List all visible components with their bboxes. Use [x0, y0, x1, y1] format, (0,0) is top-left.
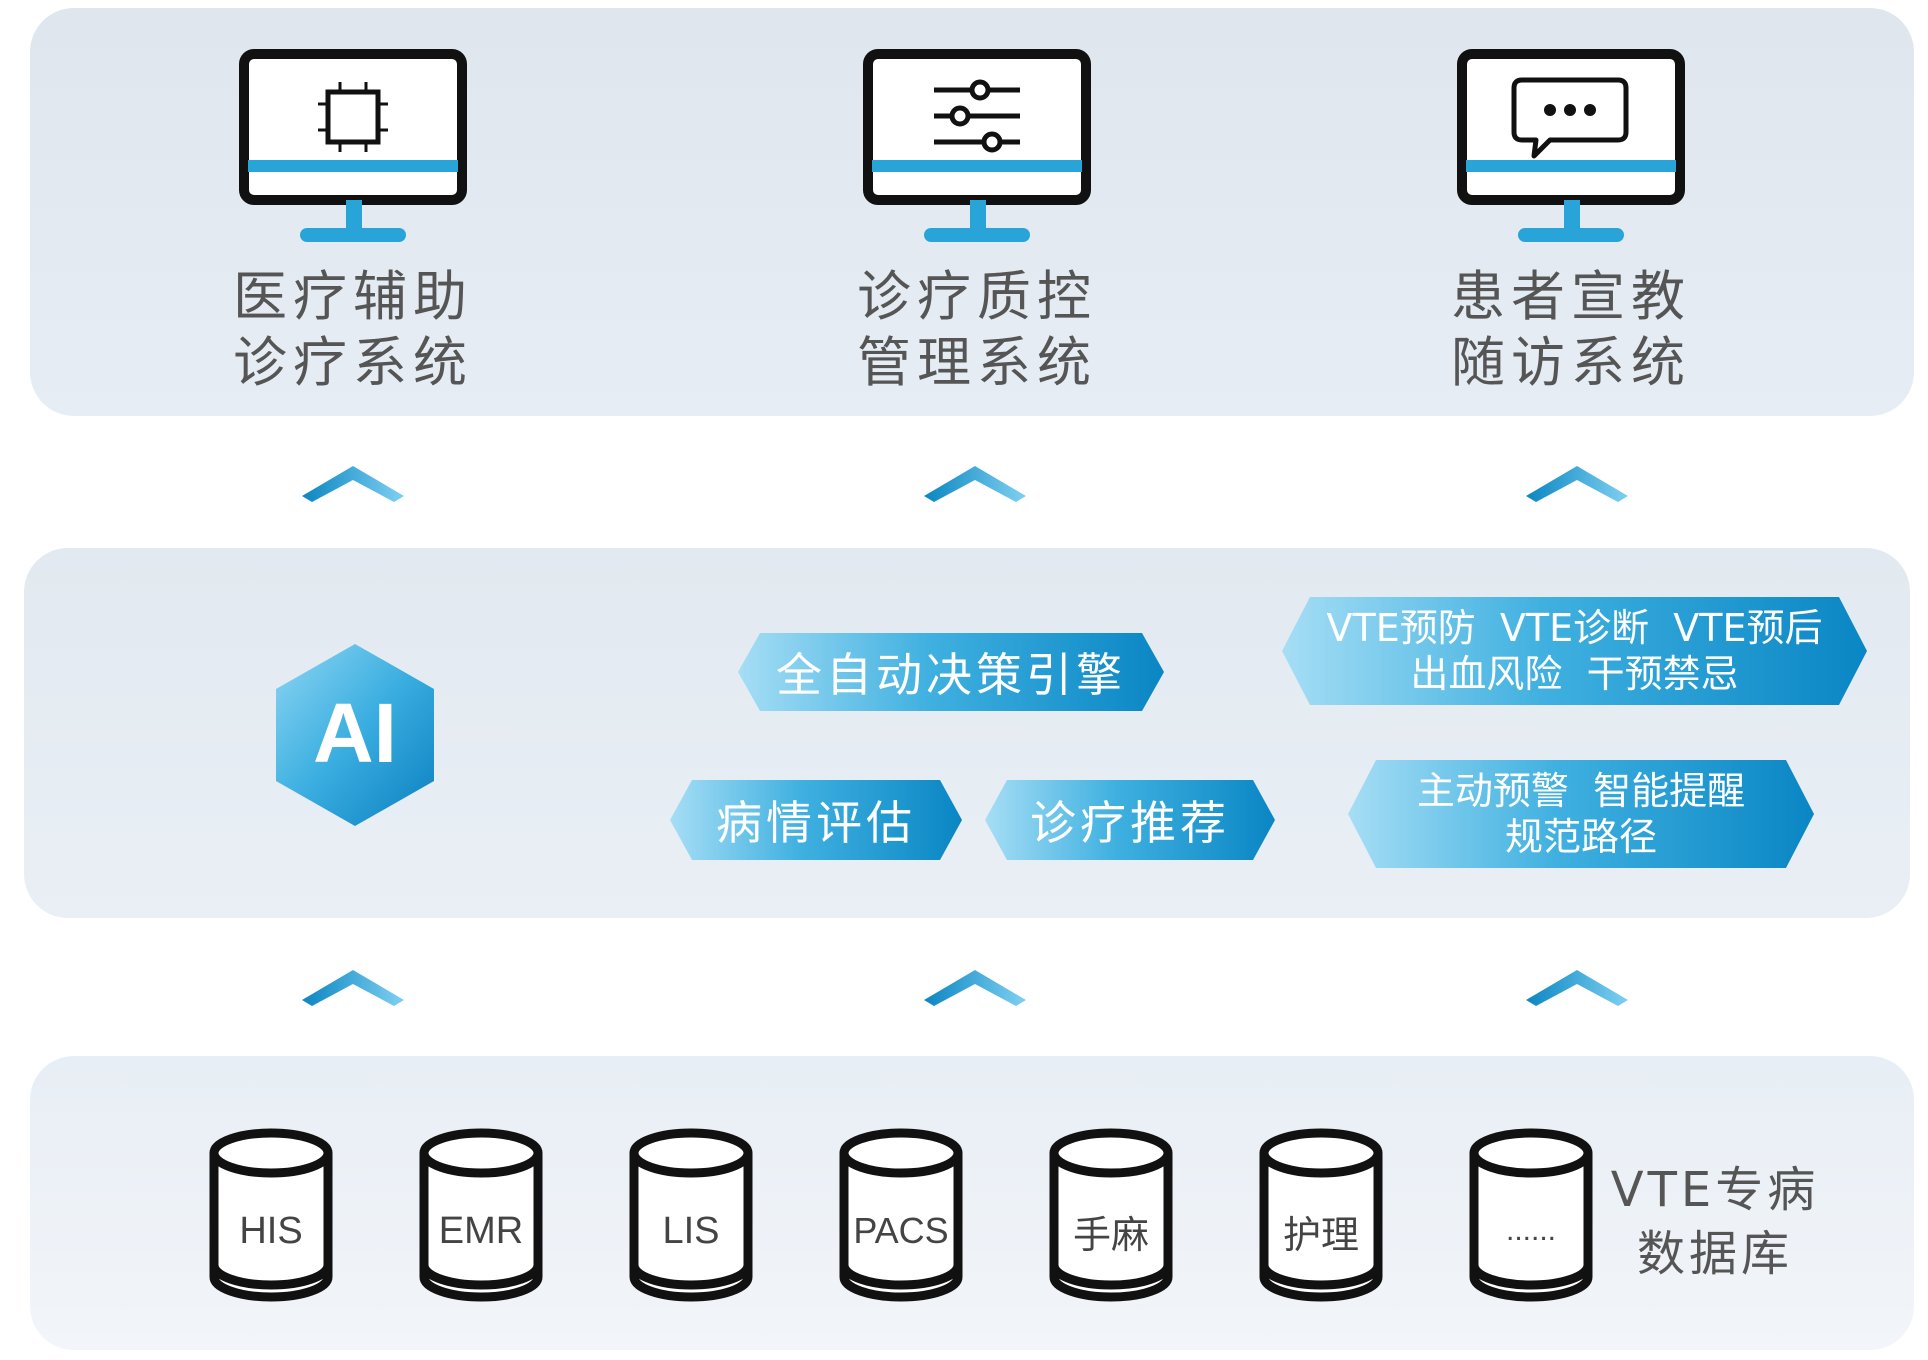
- monitor-sliders-icon: [863, 49, 1091, 242]
- tag-text: VTE预防 VTE诊断 VTE预后: [1326, 606, 1823, 650]
- tag-text: 出血风险 干预禁忌: [1410, 652, 1739, 696]
- chevron-up-icon: [1526, 466, 1628, 502]
- database-lis: LIS: [626, 1125, 756, 1305]
- tag-text: 全自动决策引擎: [776, 648, 1126, 702]
- ai-hexagon-icon: AI: [276, 644, 434, 826]
- app-title-line: 患者宣教: [1451, 265, 1691, 328]
- tag-text: 规范路径: [1504, 815, 1657, 859]
- database-icon: [629, 1128, 753, 1302]
- database-label: 护理: [1282, 1214, 1359, 1257]
- app-title-medical-assist: 医疗辅助 诊疗系统: [173, 264, 533, 396]
- db-title-line: VTE专病: [1610, 1162, 1820, 1218]
- tag-proactive-alerts: 主动预警 智能提醒 规范路径: [1348, 760, 1814, 868]
- database-label: EMR: [438, 1209, 524, 1252]
- chevron-up-icon: [924, 970, 1026, 1006]
- chip-icon: [318, 82, 388, 152]
- tag-text: 诊疗推荐: [1030, 796, 1230, 850]
- database-label: PACS: [853, 1210, 949, 1251]
- database-icon: [1049, 1128, 1173, 1302]
- database-emr: EMR: [416, 1125, 546, 1305]
- chevron-up-icon: [302, 970, 404, 1006]
- app-title-line: 管理系统: [857, 331, 1097, 394]
- tag-vte-functions: VTE预防 VTE诊断 VTE预后 出血风险 干预禁忌: [1282, 597, 1867, 705]
- database-label: HIS: [239, 1209, 303, 1252]
- tag-text: 主动预警 智能提醒: [1416, 769, 1746, 813]
- chevron-up-icon: [1526, 970, 1628, 1006]
- app-title-line: 诊疗质控: [857, 265, 1097, 328]
- database-more: ......: [1466, 1125, 1596, 1305]
- tag-text: 病情评估: [716, 796, 916, 850]
- app-title-patient-education: 患者宣教 随访系统: [1391, 264, 1751, 396]
- vte-database-title: VTE专病 数据库: [1605, 1158, 1825, 1286]
- database-icon: [839, 1128, 963, 1302]
- app-title-quality-control: 诊疗质控 管理系统: [797, 264, 1157, 396]
- ai-label: AI: [313, 686, 397, 780]
- chevron-up-icon: [302, 466, 404, 502]
- app-title-line: 诊疗系统: [233, 331, 473, 394]
- tag-treatment-recommendation: 诊疗推荐: [985, 780, 1275, 860]
- db-title-line: 数据库: [1636, 1226, 1793, 1282]
- database-pacs: PACS: [836, 1125, 966, 1305]
- database-anesthesia: 手麻: [1046, 1125, 1176, 1305]
- monitor-chip-icon: [239, 49, 467, 242]
- app-title-line: 随访系统: [1451, 331, 1691, 394]
- monitor-chat-icon: [1457, 49, 1685, 242]
- database-label: ......: [1505, 1214, 1556, 1247]
- data-source-panel: [30, 1056, 1914, 1350]
- database-his: HIS: [206, 1125, 336, 1305]
- chat-bubble-icon: [1511, 77, 1629, 159]
- database-nursing: 护理: [1256, 1125, 1386, 1305]
- tag-condition-assessment: 病情评估: [670, 780, 962, 860]
- database-icon: [1259, 1128, 1383, 1302]
- database-label: 手麻: [1072, 1214, 1149, 1257]
- sliders-icon: [934, 79, 1020, 153]
- database-icon: [1469, 1128, 1593, 1302]
- database-icon: [419, 1128, 543, 1302]
- tag-auto-decision-engine: 全自动决策引擎: [738, 633, 1164, 711]
- app-title-line: 医疗辅助: [233, 265, 473, 328]
- database-icon: [209, 1128, 333, 1302]
- chevron-up-icon: [924, 466, 1026, 502]
- database-label: LIS: [662, 1209, 720, 1252]
